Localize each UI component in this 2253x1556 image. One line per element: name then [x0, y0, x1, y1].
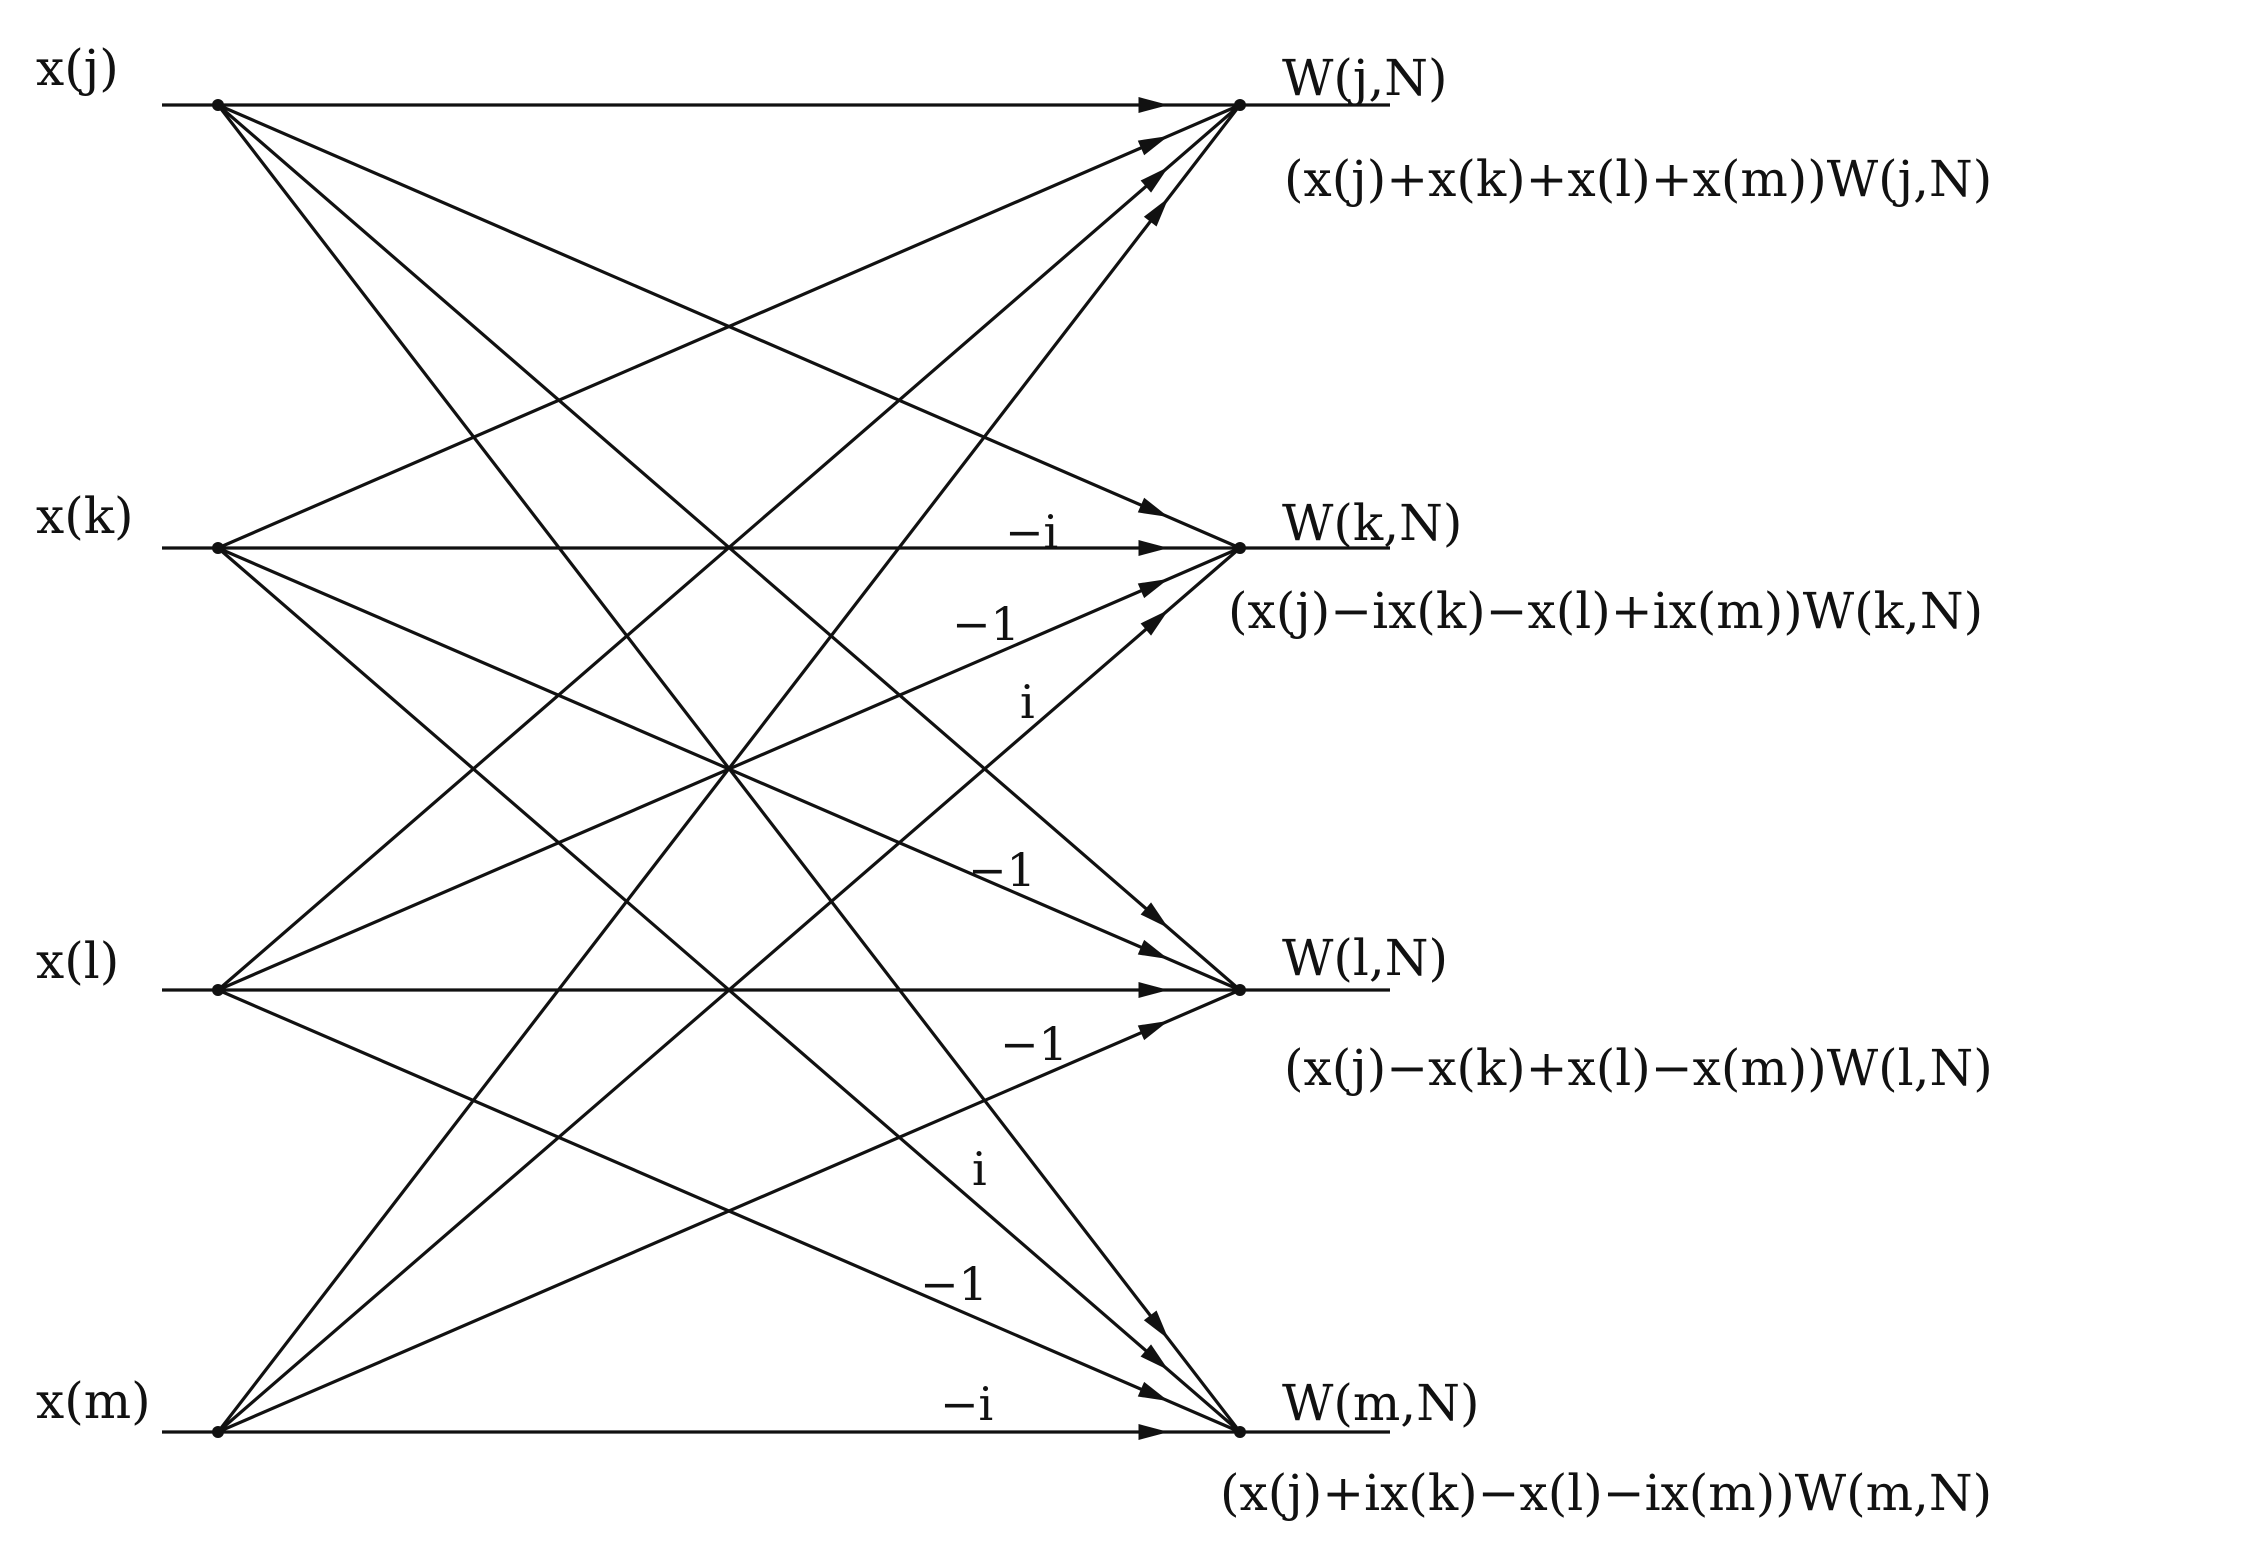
edge-m-to-k: [216, 546, 1242, 1434]
arrowhead-l-to-m: [1137, 1381, 1169, 1402]
edge-k-to-j: [217, 103, 1241, 550]
arrowhead-k-to-m: [1140, 1344, 1169, 1371]
twiddle-label-k: W(k,N): [1282, 494, 1462, 552]
twiddle-label-l: W(l,N): [1282, 929, 1448, 987]
weight-label-m-to-k: i: [1020, 675, 1035, 729]
edges-layer: [216, 103, 1242, 1434]
edge-m-to-j: [216, 104, 1242, 1433]
arrowhead-j-to-l: [1140, 902, 1169, 929]
weight-label-k-to-k: −i: [1005, 505, 1058, 559]
output-expression-m: (x(j)+ix(k)−x(l)−ix(m))W(m,N): [1220, 1464, 1992, 1522]
input-node-l: [212, 984, 224, 996]
input-label-j: x(j): [36, 39, 119, 97]
arrowhead-k-to-j: [1137, 136, 1169, 156]
input-node-j: [212, 99, 224, 111]
weight-label-k-to-l: −1: [968, 843, 1036, 897]
weight-label-m-to-m: −i: [940, 1377, 993, 1431]
arrowhead-m-to-m: [1138, 1424, 1169, 1440]
stubs-layer: [162, 103, 1390, 1434]
edge-l-to-j: [216, 103, 1242, 992]
arrowhead-m-to-l: [1137, 1020, 1169, 1041]
input-node-k: [212, 542, 224, 554]
weight-label-k-to-m: i: [972, 1142, 987, 1196]
arrowhead-m-to-j: [1143, 197, 1169, 227]
input-label-l: x(l): [36, 932, 119, 990]
edge-m-to-l: [217, 988, 1241, 1434]
input-label-m: x(m): [36, 1372, 151, 1430]
arrowhead-l-to-k: [1137, 578, 1169, 599]
arrowhead-l-to-l: [1138, 982, 1169, 998]
arrowhead-j-to-m: [1143, 1310, 1169, 1340]
weight-label-l-to-m: −1: [920, 1257, 988, 1311]
arrows-layer: [1137, 97, 1169, 1440]
weight-label-l-to-k: −1: [952, 597, 1020, 651]
output-expression-k: (x(j)−ix(k)−x(l)+ix(m))W(k,N): [1228, 582, 1983, 640]
weight-label-l-to-l: −1: [1000, 1017, 1068, 1071]
arrowhead-l-to-j: [1140, 166, 1169, 193]
arrowhead-j-to-k: [1137, 497, 1169, 517]
arrowhead-k-to-k: [1138, 540, 1169, 556]
nodes-layer: [212, 99, 1246, 1438]
output-node-k: [1234, 542, 1246, 554]
arrowhead-k-to-l: [1137, 939, 1169, 960]
twiddle-label-m: W(m,N): [1282, 1374, 1479, 1432]
output-node-m: [1234, 1426, 1246, 1438]
arrowhead-j-to-j: [1138, 97, 1169, 113]
twiddle-label-j: W(j,N): [1282, 49, 1448, 107]
output-node-j: [1234, 99, 1246, 111]
input-label-k: x(k): [36, 487, 134, 545]
input-node-m: [212, 1426, 224, 1438]
output-expression-j: (x(j)+x(k)+x(l)+x(m))W(j,N): [1284, 150, 1992, 208]
output-expression-l: (x(j)−x(k)+x(l)−x(m))W(l,N): [1284, 1039, 1993, 1097]
arrowhead-m-to-k: [1140, 609, 1169, 636]
output-node-l: [1234, 984, 1246, 996]
